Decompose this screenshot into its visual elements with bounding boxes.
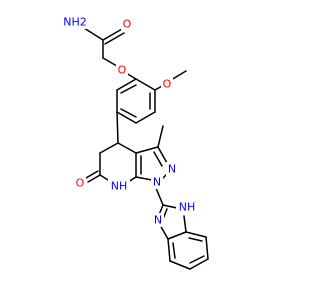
bond-bzim-n3-c3a <box>159 224 169 240</box>
bond-ar4 <box>116 111 137 124</box>
bond-c6-o <box>87 174 101 183</box>
bond-bzim-c3a-c7a <box>167 231 187 240</box>
bond-n1-c7a <box>135 176 153 181</box>
atom-label-imidazole-n: N <box>154 214 162 227</box>
bond-bzb4 <box>205 236 209 260</box>
bond-c6-o-double <box>85 170 99 179</box>
structure-diagram: NH2 O O O O NH N N N NH <box>60 15 209 270</box>
bond-ar-c4 <box>116 111 119 144</box>
bond-bzb2 <box>169 260 191 270</box>
atom-labels: NH2 O O O O NH N N N NH <box>60 15 198 227</box>
bond-bzim-c7a-n1h <box>183 215 187 233</box>
atom-label-lactam-oxygen: O <box>76 177 85 190</box>
bond-ar-omethoxy <box>154 85 163 91</box>
bond-c3-n2 <box>157 146 168 164</box>
atom-label-ether-oxygen: O <box>118 64 127 77</box>
bond-c3-ch3 <box>157 125 164 148</box>
molecule-drawing: NH2 O O O O NH N N N NH <box>60 15 209 270</box>
atom-label-pyrazole-n2: N <box>168 163 176 176</box>
bond-bzb5-inner <box>188 237 203 242</box>
atom-label-imidazole-nh: NH <box>179 201 196 214</box>
bond-bzb3 <box>189 258 209 270</box>
bond-c3-n2-inner <box>153 151 163 167</box>
atom-label-methoxy-oxygen: O <box>163 78 172 91</box>
bond-carbonyl-o <box>102 28 123 41</box>
atom-label-amide-oxygen: O <box>123 18 132 31</box>
bond-ar4-inner <box>120 108 137 118</box>
bond-omethoxy-ch3 <box>170 70 187 81</box>
bond-c4a-c3 <box>135 146 159 154</box>
bond-carbonyl-o-double <box>104 32 125 45</box>
bond-bzim-n1h-c2 <box>162 204 178 209</box>
bond-bzb1 <box>167 238 171 262</box>
bond-ch2-o <box>102 57 118 67</box>
bond-bzb1-inner <box>172 242 176 259</box>
bond-c4-c4a <box>117 142 137 154</box>
atom-label-pyrazole-n1: N <box>153 176 161 189</box>
atom-label-lactam-nh: NH <box>111 180 128 193</box>
bonds <box>83 27 209 270</box>
bond-c4-c5 <box>99 142 119 154</box>
bond-ar6 <box>116 78 137 91</box>
bond-ar3 <box>135 111 156 124</box>
bond-n1-bzim <box>155 187 164 206</box>
bond-bzb3-inner <box>189 255 205 264</box>
atom-label-nh2: NH2 <box>63 16 87 29</box>
bond-bzb5 <box>185 231 207 238</box>
bond-ar1 <box>135 78 156 91</box>
bond-n-carbonyl <box>83 27 104 41</box>
bond-ar6-inner <box>120 84 137 94</box>
